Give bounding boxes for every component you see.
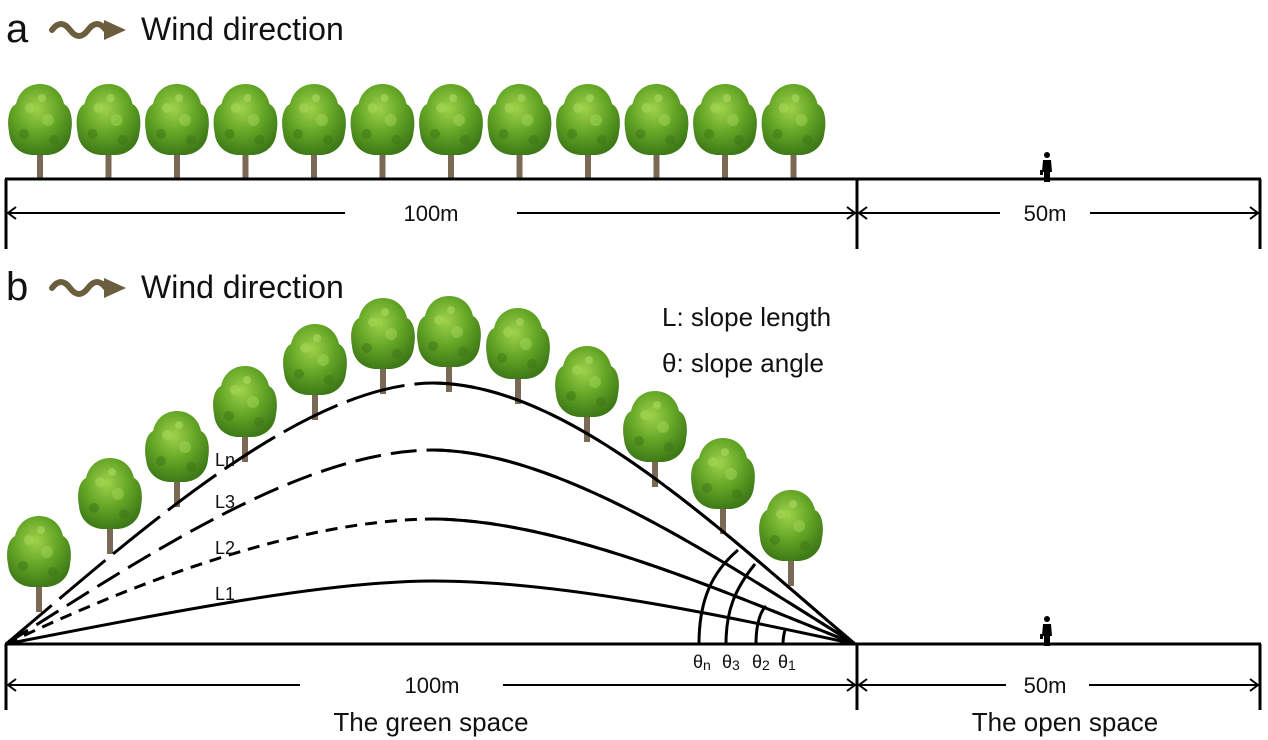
legend-slope-length: L: slope length: [662, 302, 831, 332]
slope-curve-l1: [5, 579, 856, 646]
slope-label-l3: L3: [215, 492, 235, 512]
angle-arcs: [697, 548, 787, 645]
tree-icon: [213, 366, 277, 462]
wind-arrow-icon: [52, 278, 126, 298]
tree-icon: [213, 84, 278, 180]
angle-labels: θn θ3 θ2 θ1: [693, 652, 796, 673]
angle-label-1: θ1: [778, 652, 796, 673]
open-width-label: 50m: [1024, 673, 1067, 698]
panel-a-label: a: [6, 7, 29, 51]
person-icon: [1040, 616, 1052, 646]
panel-a-wind-label: Wind direction: [141, 11, 344, 47]
tree-icon: [145, 84, 209, 180]
hill-trees: [7, 296, 823, 612]
green-width-label: 100m: [403, 201, 458, 226]
tree-icon: [555, 346, 619, 442]
dimension-50m: 50m: [857, 201, 1260, 226]
tree-icon: [556, 84, 620, 180]
angle-arc-1: [781, 629, 787, 645]
slope-label-l2: L2: [215, 538, 235, 558]
angle-label-2: θ2: [752, 652, 770, 673]
tree-icon: [487, 84, 552, 180]
green-space-label: The green space: [333, 707, 528, 737]
open-space-label: The open space: [972, 707, 1158, 737]
slope-label-l1: L1: [215, 584, 235, 604]
tree-icon: [623, 391, 687, 487]
tree-icon: [8, 84, 72, 180]
tree-icon: [691, 438, 755, 534]
legend-slope-angle: θ: slope angle: [662, 348, 824, 378]
open-width-label: 50m: [1024, 201, 1067, 226]
slope-label-ln: Ln: [215, 450, 235, 470]
tree-icon: [351, 298, 415, 394]
dimension-50m: 50m: [857, 673, 1260, 698]
angle-label-n: θn: [693, 652, 711, 673]
angle-arc-2: [754, 604, 768, 645]
tree-icon: [419, 84, 483, 180]
tree-icon: [761, 84, 826, 180]
tree-icon: [693, 84, 757, 180]
tree-icon: [76, 84, 141, 180]
dimension-100m: 100m: [6, 673, 857, 698]
tree-icon: [282, 84, 346, 180]
panel-a: a Wind direction 100m 50m: [4, 7, 1262, 249]
angle-arc-n: [697, 548, 739, 645]
panel-b-label: b: [6, 265, 28, 309]
tree-row: [8, 84, 826, 180]
angle-arc-3: [724, 563, 757, 645]
green-width-label: 100m: [404, 673, 459, 698]
dimension-100m: 100m: [6, 201, 857, 226]
tree-icon: [350, 84, 415, 180]
slope-curves: [5, 381, 856, 646]
panel-b-wind-label: Wind direction: [141, 269, 344, 305]
tree-icon: [486, 308, 550, 404]
tree-icon: [417, 296, 481, 392]
wind-arrow-icon: [52, 20, 126, 40]
angle-label-3: θ3: [722, 652, 740, 673]
tree-icon: [145, 411, 209, 507]
tree-icon: [624, 84, 689, 180]
panel-b: b Wind direction L: slope length θ: slop…: [4, 265, 1262, 737]
